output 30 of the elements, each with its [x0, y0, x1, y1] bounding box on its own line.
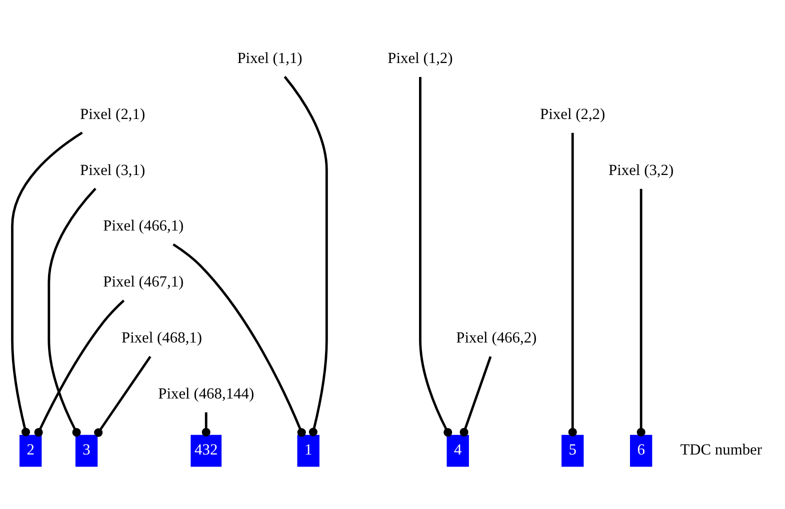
connector	[34, 299, 125, 436]
connector	[419, 76, 452, 436]
node-box: 6	[630, 434, 652, 466]
connector	[568, 132, 577, 436]
node-box: 3	[75, 434, 98, 466]
label: TDC number	[680, 440, 762, 458]
node-text: Pixel (467,1)	[103, 273, 184, 290]
connector	[460, 356, 492, 436]
node-box: 4	[446, 434, 469, 466]
node-text: Pixel (466,1)	[103, 217, 184, 234]
node-text: Pixel (2,2)	[540, 105, 606, 122]
node-text: Pixel (3,2)	[608, 161, 674, 178]
node-text: Pixel (468,144)	[158, 385, 254, 402]
node-text: Pixel (3,1)	[80, 161, 146, 178]
node-box: 432	[190, 434, 222, 466]
node-box: 1	[297, 434, 320, 466]
connector	[636, 188, 646, 436]
connector	[202, 412, 210, 436]
connector	[94, 355, 152, 436]
connector	[172, 242, 306, 436]
node-box: 2	[20, 434, 42, 466]
node-text: Pixel (468,1)	[121, 329, 202, 346]
node-text: Pixel (1,1)	[237, 49, 302, 66]
connector	[48, 187, 96, 436]
connector	[11, 131, 83, 436]
node-text: Pixel (1,2)	[388, 49, 453, 66]
node-text: Pixel (2,1)	[80, 105, 146, 122]
connector	[284, 75, 328, 436]
node-box: 5	[562, 434, 584, 466]
node-text: Pixel (466,2)	[456, 329, 537, 346]
